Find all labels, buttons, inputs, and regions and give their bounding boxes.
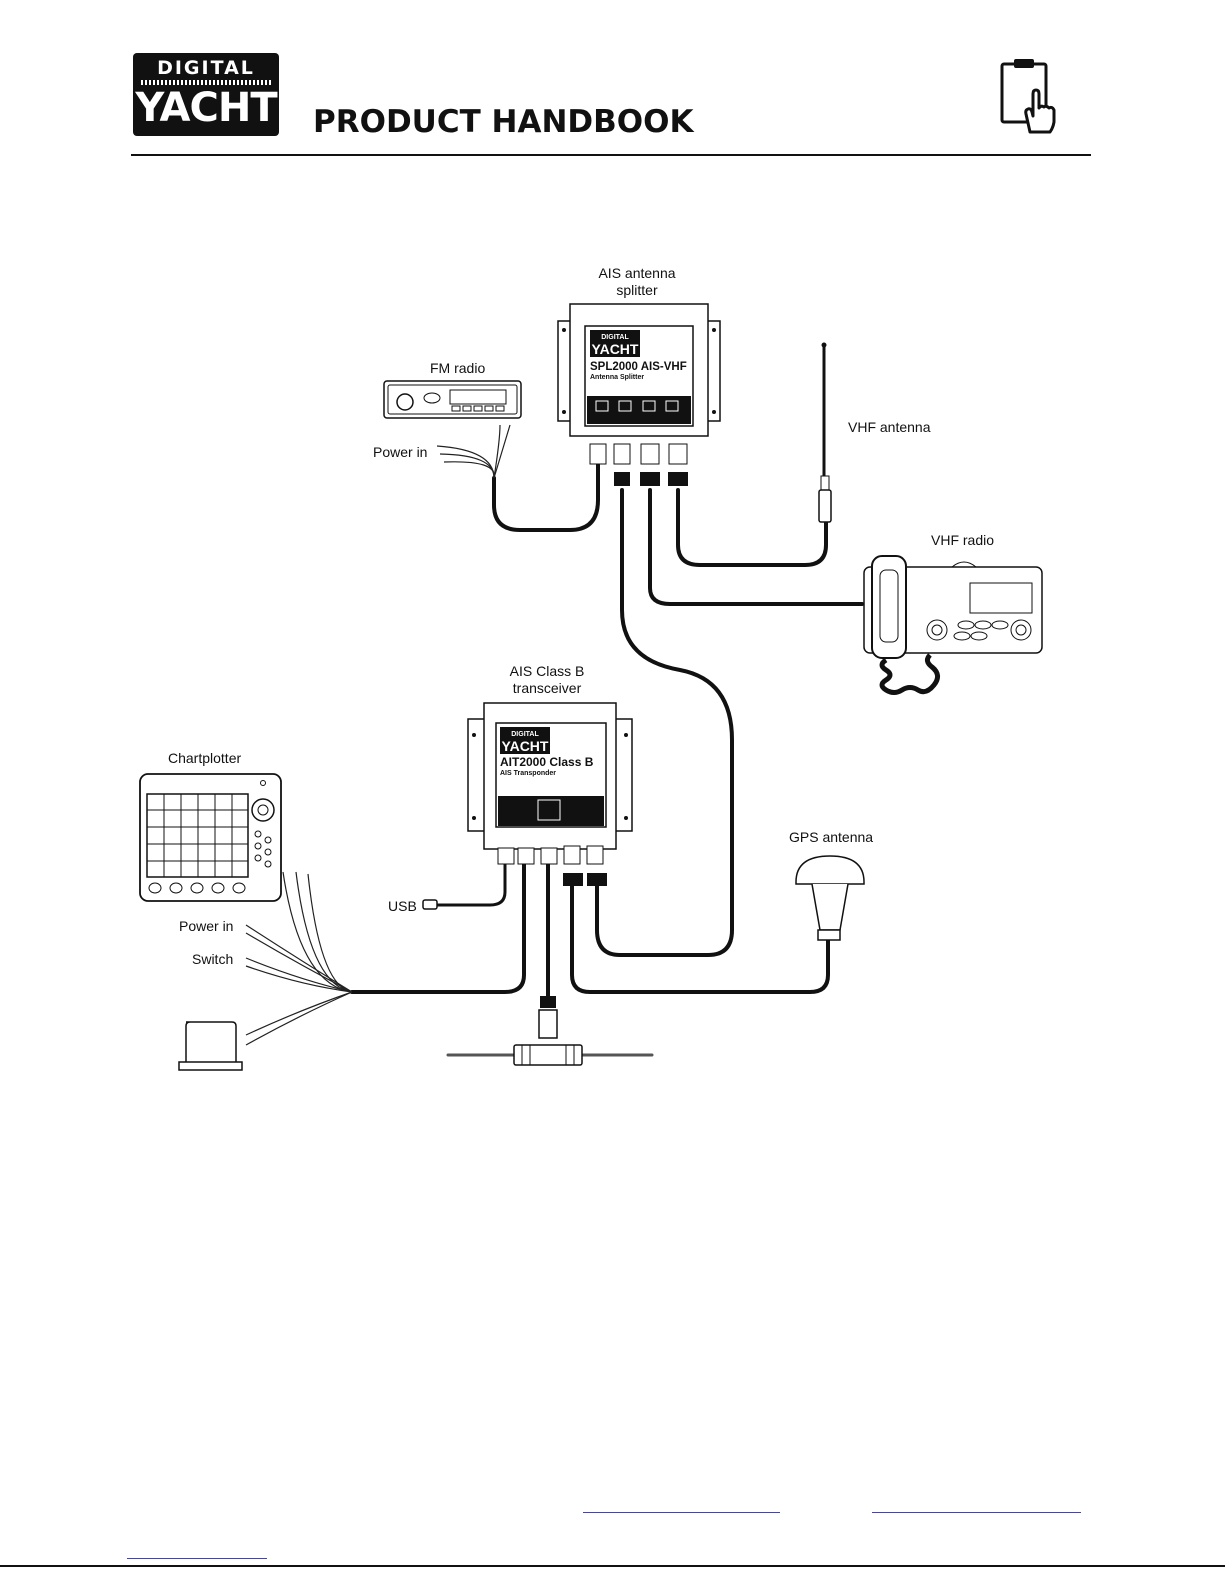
thin-wires [246, 425, 510, 1045]
label-chartplotter: Chartplotter [168, 750, 241, 766]
nmea2000-tee [514, 996, 582, 1065]
cable-transceiver-gps [572, 885, 828, 992]
transceiver-subtitle: AIS Transponder [500, 770, 556, 777]
usb-plug [423, 900, 437, 909]
splitter-brand-1: DIGITAL [601, 334, 629, 341]
label-ais-splitter-2: splitter [616, 282, 658, 298]
gps-antenna [796, 856, 864, 940]
label-gps-antenna: GPS antenna [789, 829, 873, 845]
fm-radio [384, 381, 521, 418]
vhf-radio [864, 556, 1042, 693]
ais-antenna-splitter: DIGITAL YACHT SPL2000 AIS-VHF Antenna Sp… [558, 304, 720, 486]
label-fm-radio: FM radio [430, 360, 485, 376]
label-ais-classb-2: transceiver [513, 680, 582, 696]
ais-class-b-transceiver: DIGITAL YACHT AIT2000 Class B AIS Transp… [468, 703, 632, 886]
splitter-brand-2: YACHT [592, 341, 639, 357]
cable-splitter-ais [597, 490, 732, 955]
cable-transceiver-power [352, 864, 524, 992]
label-power-in-bottom: Power in [179, 918, 233, 934]
label-vhf-antenna: VHF antenna [848, 419, 931, 435]
cable-splitter-vhf-antenna [678, 490, 826, 565]
cable-usb [436, 862, 505, 905]
splitter-subtitle: Antenna Splitter [590, 374, 644, 381]
footer-link-3[interactable] [127, 1558, 267, 1559]
chartplotter [140, 774, 281, 901]
label-usb: USB [388, 898, 417, 914]
switch-box [179, 1022, 242, 1070]
footer-link-2[interactable] [872, 1512, 1081, 1513]
label-vhf-radio: VHF radio [931, 532, 994, 548]
cable-splitter-power [494, 462, 598, 530]
footer-rule [0, 1565, 1225, 1567]
splitter-model: SPL2000 AIS-VHF [590, 361, 687, 373]
vhf-antenna [819, 343, 831, 523]
label-ais-splitter-1: AIS antenna [598, 265, 675, 281]
transceiver-model: AIT2000 Class B [500, 755, 594, 769]
label-ais-classb-1: AIS Class B [510, 663, 585, 679]
transceiver-brand-2: YACHT [502, 738, 549, 754]
footer-link-1[interactable] [583, 1512, 780, 1513]
label-switch: Switch [192, 951, 233, 967]
label-power-in-top: Power in [373, 444, 427, 460]
transceiver-brand-1: DIGITAL [511, 731, 539, 738]
